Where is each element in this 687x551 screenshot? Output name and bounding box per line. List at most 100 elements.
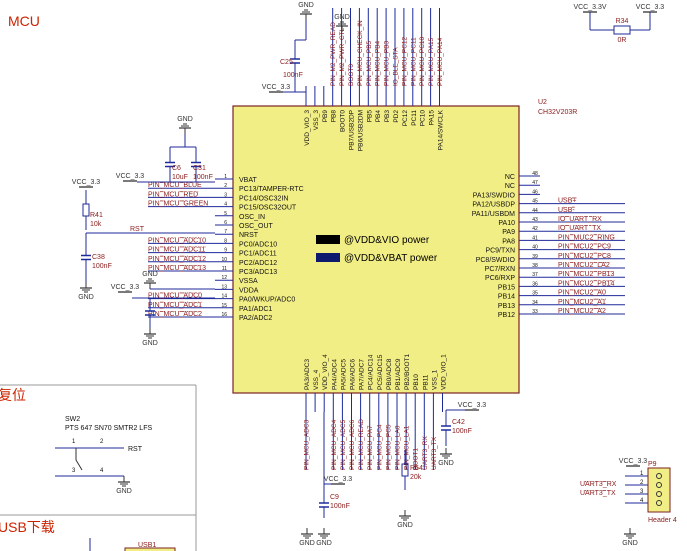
pin-name-bottom: PB1/ADC9: [395, 358, 402, 390]
c31-value: 100nF: [193, 174, 213, 181]
pin-name-top: BOOT0: [340, 110, 347, 132]
header-pin: [656, 473, 662, 479]
net-label-left: PIN_MCU_ADC11: [148, 247, 206, 254]
chip-part-number: CH32V203R: [538, 109, 577, 116]
pin-name-top: PA14/SWCLK: [438, 109, 445, 150]
pin-number-right: 44: [532, 208, 538, 214]
gnd-label: GND: [299, 540, 315, 547]
net-label-top: PIN_MCU_PC12: [401, 36, 408, 86]
vcc-label: VCC_3.3: [111, 284, 140, 291]
net-label-top: PIN_MCU_PA14: [437, 37, 444, 86]
pin-name-bottom: PA6/ADC6: [350, 359, 357, 390]
pin-name-bottom: PA7/ADC7: [359, 359, 366, 390]
pin-number-left: 10: [221, 257, 227, 263]
c42-value: 100nF: [452, 428, 472, 435]
net-label-top: PIN_MCU_PB4: [375, 40, 382, 86]
uart3-rx-label: UART3_RX: [580, 481, 617, 488]
uart3-tx-label: UART3_TX: [580, 490, 616, 497]
net-label-right: IO_UART_TX: [558, 225, 601, 232]
pin-name-right: NC: [505, 183, 515, 190]
net-label-right: PIN_MCU2_PC8: [558, 253, 611, 260]
net-label-top: PIN_M2_PWR_READ: [330, 22, 337, 86]
header-pin-number: 3: [640, 489, 644, 495]
pin-name-left: PA2/ADC2: [239, 315, 272, 322]
pin-name-top: PB3: [384, 110, 391, 123]
pin-name-right: PA10: [498, 220, 515, 227]
net-label-bottom: PIN_MCU_LA1: [404, 425, 411, 470]
vcc-label: VCC_3.3: [324, 476, 353, 483]
chip-body: [232, 105, 520, 394]
chip-designator: U2: [538, 99, 547, 106]
sw-pin: 3: [72, 468, 76, 474]
gnd-label: GND: [177, 116, 193, 123]
sw-pin: 4: [100, 468, 104, 474]
net-label-right: PIN_MCU2_LA2: [558, 262, 610, 269]
rst-net-label: RST: [130, 226, 145, 233]
net-label-bottom: BOOT1: [413, 448, 420, 470]
vcc-label: VCC_3.3: [116, 173, 145, 180]
net-label-left: PIN_MCU_ADC13: [148, 265, 206, 272]
net-label-top: PIN_MCU_PB3: [384, 40, 391, 86]
legend-vio-text: @VDD&VIO power: [344, 235, 430, 246]
legend-vbat-box: [316, 253, 340, 262]
net-label-bottom: PIN_MCU_READ: [358, 419, 365, 470]
net-label-top: PIN_MCU_PB5: [366, 40, 373, 86]
net-label-top: PIN_MCU_CHECK_IN: [357, 20, 364, 86]
pin-number-right: 33: [532, 309, 538, 315]
pin-name-bottom: VSS_1: [431, 369, 438, 390]
r64-value: 20k: [410, 474, 422, 481]
legend-vio-box: [316, 235, 340, 244]
pin-name-right: PB12: [498, 312, 515, 319]
net-label-left: PIN_MCU_ADC2: [148, 311, 202, 318]
pin-number-right: 47: [532, 180, 538, 186]
pin-name-right: PB14: [498, 294, 515, 301]
pin-name-left: OSC_OUT: [239, 223, 274, 230]
pin-name-right: PA11/USBDM: [472, 211, 515, 218]
pin-name-left: PA0/WKUP/ADC0: [239, 297, 295, 304]
pin-name-bottom: PB2/BOOT1: [404, 353, 411, 390]
gnd-label: GND: [316, 540, 332, 547]
gnd-label: GND: [142, 271, 158, 278]
sw2-ref: SW2: [65, 416, 80, 423]
net-label-bottom: PIN_MCU_PC5: [385, 424, 392, 470]
net-label-right: IO_UART_RX: [558, 216, 602, 223]
net-label-left: PIN_MCU_BLUE: [148, 182, 202, 189]
p9-value: Header 4: [648, 517, 677, 524]
net-label-right: PIN_MCU2_PB14: [558, 280, 615, 287]
sw-pin: 1: [72, 439, 76, 445]
pin-name-right: PC9/TXN: [485, 248, 515, 255]
pin-name-top: VSS_3: [313, 110, 320, 131]
resistor-r41: [82, 203, 90, 217]
c25-ref: C25: [280, 59, 293, 66]
gnd-label: GND: [298, 2, 314, 9]
pin-name-top: PC12: [402, 110, 409, 127]
net-label-top: PIN_MCU_PC11: [410, 37, 417, 86]
c9-value: 100nF: [330, 503, 350, 510]
pin-name-left: OSC_IN: [239, 214, 265, 221]
pin-name-right: PB15: [498, 284, 515, 291]
gnd-label: GND: [438, 460, 454, 467]
ground-symbol: [318, 528, 330, 539]
net-label-bottom: PIN_MCU_LA0: [395, 425, 402, 470]
vcc-label: VCC_3.3: [262, 84, 291, 91]
net-label-left: PIN_MCU_ADC1: [148, 302, 202, 309]
pin-name-bottom: PC4/ADC14: [368, 354, 375, 390]
net-label-bottom: PIN_MCU_ADC4: [331, 419, 338, 470]
net-label-top: PIN_M2_PWR_CTL: [339, 27, 346, 86]
net-label-top: PIN_MCU_PC10: [419, 36, 426, 86]
pin-number-right: 37: [532, 272, 538, 278]
net-label-top: BOOT0: [348, 64, 355, 86]
net-label-bottom: PIN_MCU_ADC3: [304, 419, 311, 470]
pin-name-bottom: PB10: [413, 374, 420, 390]
pin-number-right: 48: [532, 171, 538, 177]
ground-symbol: [336, 21, 348, 32]
pin-name-left: PC14/OSC32IN: [239, 195, 288, 202]
header-pin: [656, 500, 662, 506]
c31-ref: C31: [193, 165, 206, 172]
ground-symbol: [440, 448, 452, 459]
ground-symbol: [118, 476, 130, 487]
ground-symbol: [399, 510, 411, 521]
pin-name-bottom: VDD_VIO_4: [322, 354, 329, 390]
net-label-left: PIN_MCU_ADC12: [148, 256, 206, 263]
net-label-right: PIN_MCU2_A0: [558, 290, 606, 297]
